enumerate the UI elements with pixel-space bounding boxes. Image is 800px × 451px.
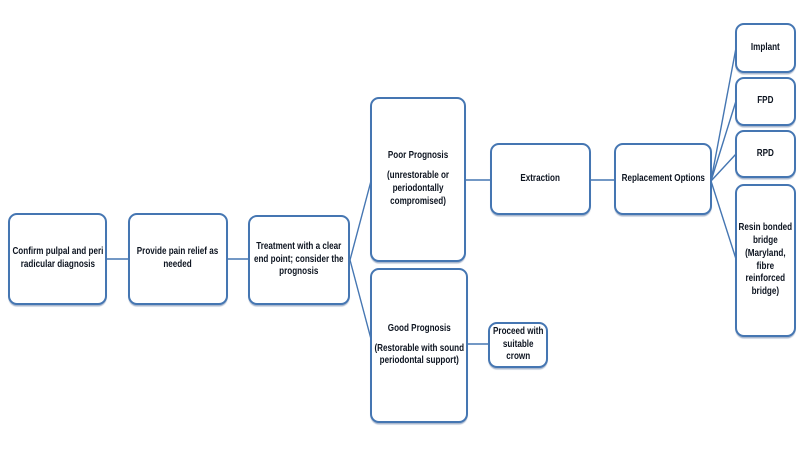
node-fpd: FPD xyxy=(735,77,796,126)
node-replacement-options-label: Replacement Options xyxy=(621,172,705,184)
node-treatment-endpoint: Treatment with a clear end point; consid… xyxy=(248,215,350,305)
node-implant-label: Implant xyxy=(751,41,780,53)
node-resin-bonded-bridge-label: Resin bonded bridge (Maryland, fibre rei… xyxy=(738,222,793,298)
node-rpd-label: RPD xyxy=(756,147,775,159)
node-extraction: Extraction xyxy=(490,143,591,215)
connector-replacement-to-fpd xyxy=(710,100,737,182)
node-resin-bonded-bridge: Resin bonded bridge (Maryland, fibre rei… xyxy=(735,184,796,337)
node-fpd-label: FPD xyxy=(757,95,774,107)
node-replacement-options: Replacement Options xyxy=(614,143,712,215)
connector-replacement-to-implant xyxy=(710,47,737,182)
connector-replacement-to-rpd xyxy=(710,153,737,182)
connector-replacement-to-resin xyxy=(710,180,737,260)
poor-prognosis-title: Poor Prognosis xyxy=(387,150,449,162)
good-prognosis-detail: (Restorable with sound periodontal suppo… xyxy=(374,342,464,367)
node-rpd: RPD xyxy=(735,130,796,178)
node-proceed-crown-label: Proceed with suitable crown xyxy=(492,325,544,363)
node-pain-relief: Provide pain relief as needed xyxy=(128,213,228,305)
node-proceed-crown: Proceed with suitable crown xyxy=(488,322,548,368)
node-extraction-label: Extraction xyxy=(520,172,561,184)
node-treatment-endpoint-label: Treatment with a clear end point; consid… xyxy=(254,240,344,278)
node-good-prognosis: Good Prognosis (Restorable with sound pe… xyxy=(370,268,468,423)
node-poor-prognosis: Poor Prognosis (unrestorable or periodon… xyxy=(370,97,466,262)
node-pain-relief-label: Provide pain relief as needed xyxy=(137,246,219,270)
node-implant: Implant xyxy=(735,23,796,73)
node-confirm-diagnosis-label: Confirm pulpal and peri radicular diagno… xyxy=(12,246,103,270)
good-prognosis-title: Good Prognosis xyxy=(387,322,451,334)
poor-prognosis-detail: (unrestorable or periodontally compromis… xyxy=(386,170,450,207)
connector-treatment-to-good xyxy=(349,259,372,340)
node-confirm-diagnosis: Confirm pulpal and peri radicular diagno… xyxy=(8,213,107,305)
connector-treatment-to-poor xyxy=(349,180,372,261)
